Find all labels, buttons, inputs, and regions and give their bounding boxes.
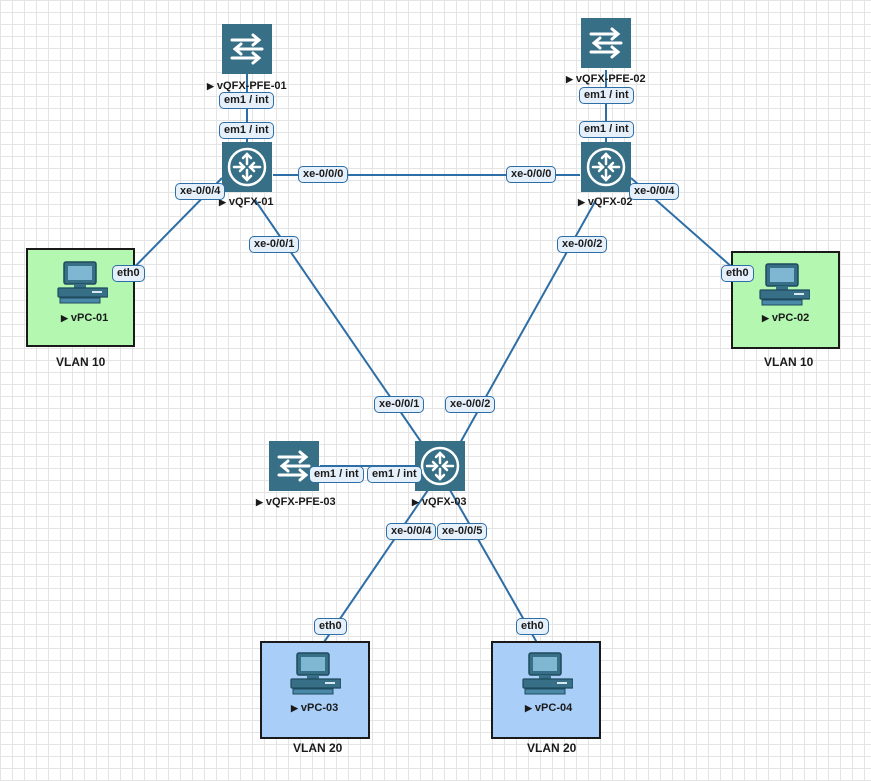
router-icon[interactable] [415, 441, 465, 491]
port-vqfx03-xe001[interactable]: xe-0/0/1 [374, 396, 425, 413]
pc-icon[interactable] [289, 651, 341, 697]
vqfx01-label: ▶vQFX-01 [219, 196, 274, 208]
vpc04-label: ▶vPC-04 [525, 702, 573, 714]
port-vpc01-eth0[interactable]: eth0 [112, 265, 145, 282]
port-vqfx03-xe002[interactable]: xe-0/0/2 [445, 396, 496, 413]
switch-icon[interactable] [581, 18, 631, 68]
port-vqfx03-xe005[interactable]: xe-0/0/5 [437, 523, 488, 540]
vpc02-label: ▶vPC-02 [762, 312, 810, 324]
port-vpc02-eth0[interactable]: eth0 [721, 265, 754, 282]
pfe01-label: ▶vQFX-PFE-01 [207, 80, 287, 92]
vpc01-label: ▶vPC-01 [61, 312, 109, 324]
port-vqfx01-xe001[interactable]: xe-0/0/1 [249, 236, 300, 253]
pfe02-label: ▶vQFX-PFE-02 [566, 73, 646, 85]
port-vqfx02-xe004[interactable]: xe-0/0/4 [629, 183, 680, 200]
vpc03-label: ▶vPC-03 [291, 702, 339, 714]
vlan-label-vpc02: VLAN 10 [764, 355, 814, 369]
port-vqfx02-xe000[interactable]: xe-0/0/0 [506, 166, 557, 183]
port-vqfx01-xe004[interactable]: xe-0/0/4 [175, 183, 226, 200]
vlan-label-vpc04: VLAN 20 [527, 741, 577, 755]
port-vqfx02-em1[interactable]: em1 / int [579, 121, 634, 138]
pc-icon[interactable] [56, 260, 108, 306]
port-pfe03-em1[interactable]: em1 / int [309, 466, 364, 483]
switch-icon[interactable] [222, 24, 272, 74]
vlan-label-vpc01: VLAN 10 [56, 355, 106, 369]
port-vqfx01-em1[interactable]: em1 / int [219, 122, 274, 139]
pc-icon[interactable] [521, 651, 573, 697]
vqfx03-label: ▶vQFX-03 [412, 496, 467, 508]
vlan-label-vpc03: VLAN 20 [293, 741, 343, 755]
port-vpc04-eth0[interactable]: eth0 [516, 618, 549, 635]
port-vqfx03-em1[interactable]: em1 / int [367, 466, 422, 483]
port-vqfx01-xe000[interactable]: xe-0/0/0 [298, 166, 349, 183]
pfe03-label: ▶vQFX-PFE-03 [256, 496, 336, 508]
router-icon[interactable] [581, 142, 631, 192]
port-vqfx02-xe002[interactable]: xe-0/0/2 [557, 236, 608, 253]
router-icon[interactable] [222, 142, 272, 192]
pc-icon[interactable] [758, 262, 810, 308]
port-pfe01-em1[interactable]: em1 / int [219, 92, 274, 109]
port-vpc03-eth0[interactable]: eth0 [314, 618, 347, 635]
vqfx02-label: ▶vQFX-02 [578, 196, 633, 208]
port-pfe02-em1[interactable]: em1 / int [579, 87, 634, 104]
port-vqfx03-xe004[interactable]: xe-0/0/4 [386, 523, 437, 540]
